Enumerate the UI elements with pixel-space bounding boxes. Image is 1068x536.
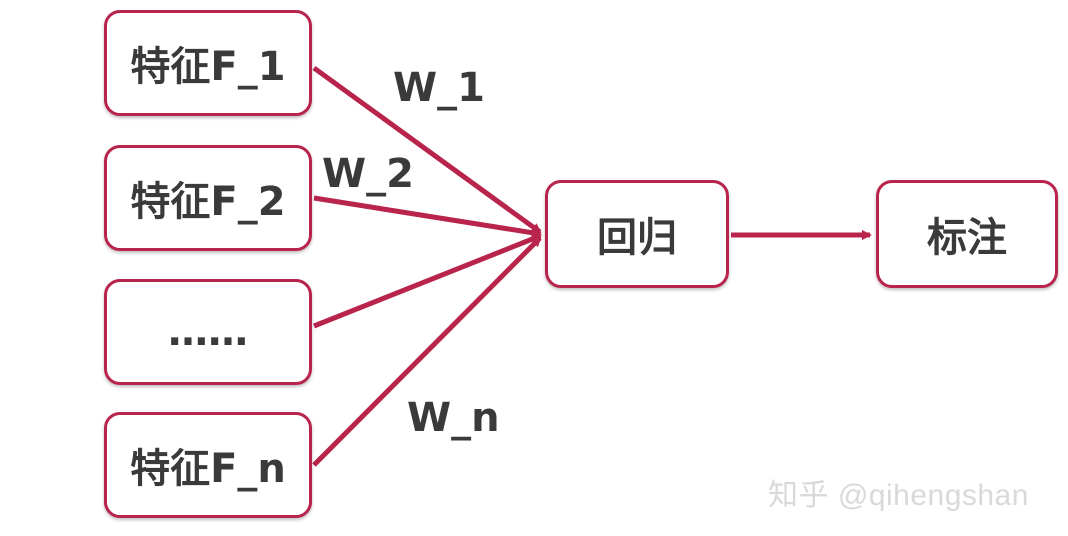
feature-node-n-label: 特征F_n [130, 446, 286, 492]
feature-node-n: 特征F_n [104, 412, 312, 518]
edge-ellipsis-to-regression [313, 233, 542, 329]
label-node: 标注 [876, 180, 1058, 288]
edge-f1-to-regression [312, 65, 542, 235]
weight-label-2: W_2 [322, 151, 414, 197]
feature-node-2-label: 特征F_2 [130, 179, 286, 225]
feature-node-1: 特征F_1 [104, 10, 312, 116]
feature-node-1-label: 特征F_1 [130, 44, 286, 90]
watermark: 知乎 @qihengshan [768, 479, 1029, 512]
feature-node-ellipsis: …… [104, 279, 312, 385]
regression-node-label: 回归 [597, 215, 677, 261]
weight-label-n: W_n [407, 395, 500, 441]
feature-node-ellipsis-label: …… [168, 309, 248, 355]
feature-node-2: 特征F_2 [104, 145, 312, 251]
weight-label-1: W_1 [393, 65, 485, 111]
label-node-label: 标注 [927, 215, 1007, 261]
regression-node: 回归 [545, 180, 729, 288]
edge-f2-to-regression [313, 195, 542, 238]
edge-fn-to-regression [312, 236, 542, 467]
